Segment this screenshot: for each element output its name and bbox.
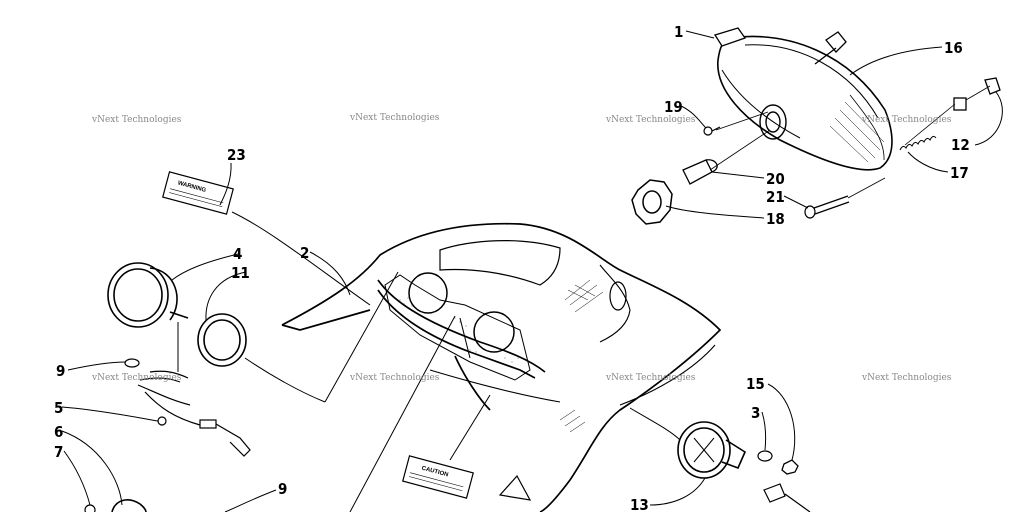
callout-18: 18 [766,210,785,228]
gauge-openings [384,272,531,381]
thumb-screw [814,31,847,65]
assembly-lines [709,85,991,199]
console-panel [281,222,722,512]
callout-13: 13 [630,496,649,512]
side-vent [609,281,627,311]
watermark-7: vNext Technologies [605,373,696,383]
callout-5: 5 [54,399,63,417]
callout-16: 16 [944,39,963,57]
watermark-1: vNext Technologies [91,115,182,125]
watermark-2: vNext Technologies [349,113,440,123]
callout-3: 3 [751,404,760,422]
warning-decal: WARNING [162,171,234,215]
bulb-socket [759,104,787,140]
callout-4: 4 [233,245,242,263]
nut-small [84,504,96,512]
washer [757,450,773,462]
callout-17: 17 [950,164,969,182]
tach-gauge [111,499,147,512]
ignition-switch [677,421,747,479]
leader-lines [61,30,1003,512]
watermarks: vNext Technologies vNext Technologies vN… [91,113,952,383]
callout-21: 21 [766,188,785,206]
callout-1: 1 [674,23,683,41]
caution-decal: CAUTION [402,455,474,499]
callout-11: 11 [231,264,250,282]
callout-23: 23 [227,146,246,164]
headlight-housing [717,35,893,171]
callout-labels: 1 16 19 12 20 17 21 18 23 2 4 11 9 5 6 7… [54,23,970,512]
triangle-decal [498,474,532,501]
bezel-ring [197,313,247,367]
adjuster-knob [953,77,1001,111]
console-stipple [399,297,519,363]
long-bolt [804,195,850,219]
watermark-6: vNext Technologies [349,373,440,383]
callout-9-bottom: 9 [278,480,287,498]
wire-harness [137,370,251,457]
nut [781,459,799,475]
watermark-3: vNext Technologies [605,115,696,125]
watermark-4: vNext Technologies [861,115,952,125]
key-cylinder [763,483,811,512]
callout-7: 7 [54,443,63,461]
callout-12: 12 [951,136,970,154]
callout-20: 20 [766,170,785,188]
speedometer-gauge [107,262,189,328]
watermark-5: vNext Technologies [91,373,182,383]
small-bolt [703,126,721,136]
light-bulb-small [124,358,140,368]
bracket-clip [713,27,747,47]
watermark-8: vNext Technologies [861,373,952,383]
callout-9-left: 9 [56,362,65,380]
callout-2: 2 [300,244,309,262]
callout-6: 6 [54,423,63,441]
callout-19: 19 [664,98,683,116]
adjust-spring [899,135,937,151]
callout-15: 15 [746,375,765,393]
retaining-ring [631,179,673,225]
